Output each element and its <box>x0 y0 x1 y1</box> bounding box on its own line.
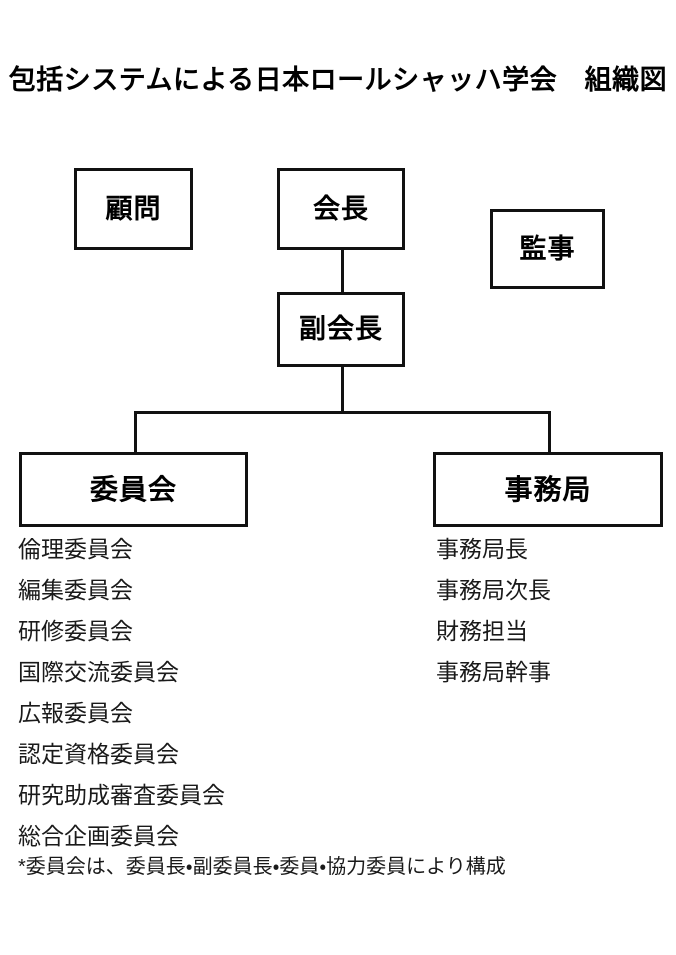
node-committee-label: 委員会 <box>89 473 177 505</box>
connector-bus-to-committee <box>134 411 137 455</box>
list-item: 国際交流委員会 <box>18 659 179 685</box>
page-title: 包括システムによる日本ロールシャッハ学会 組織図 <box>8 65 668 95</box>
list-item: 広報委員会 <box>18 700 133 726</box>
list-item: 研修委員会 <box>18 618 133 644</box>
list-item: 財務担当 <box>436 618 528 644</box>
connector-president-to-vice-president <box>341 250 344 292</box>
list-item: 倫理委員会 <box>18 536 133 562</box>
connector-bus-to-secretariat <box>548 411 551 455</box>
list-item: 認定資格委員会 <box>18 741 179 767</box>
committee-list: 倫理委員会編集委員会研修委員会国際交流委員会広報委員会認定資格委員会研究助成審査… <box>18 529 225 857</box>
list-item: 事務局幹事 <box>436 659 551 685</box>
connector-vice-president-to-bus <box>341 367 344 414</box>
list-item: 事務局長 <box>436 536 528 562</box>
node-vice-president: 副会長 <box>277 292 405 367</box>
secretariat-list: 事務局長事務局次長財務担当事務局幹事 <box>436 529 551 693</box>
node-committee: 委員会 <box>19 452 248 527</box>
node-advisor: 顧問 <box>74 168 193 250</box>
list-item: 事務局次長 <box>436 577 551 603</box>
node-auditor-label: 監事 <box>519 233 576 264</box>
node-auditor: 監事 <box>490 209 605 289</box>
list-item: 研究助成審査委員会 <box>18 782 225 808</box>
node-president: 会長 <box>277 168 405 250</box>
node-secretariat-label: 事務局 <box>504 473 592 505</box>
footnote: *委員会は、委員長・副委員長・委員・協力委員により構成 <box>18 856 506 878</box>
node-vice-president-label: 副会長 <box>299 314 383 344</box>
node-secretariat: 事務局 <box>433 452 663 527</box>
node-advisor-label: 顧問 <box>105 193 162 224</box>
node-president-label: 会長 <box>313 193 369 224</box>
connector-horizontal-bus <box>134 411 551 414</box>
list-item: 編集委員会 <box>18 577 133 603</box>
list-item: 総合企画委員会 <box>18 823 179 849</box>
